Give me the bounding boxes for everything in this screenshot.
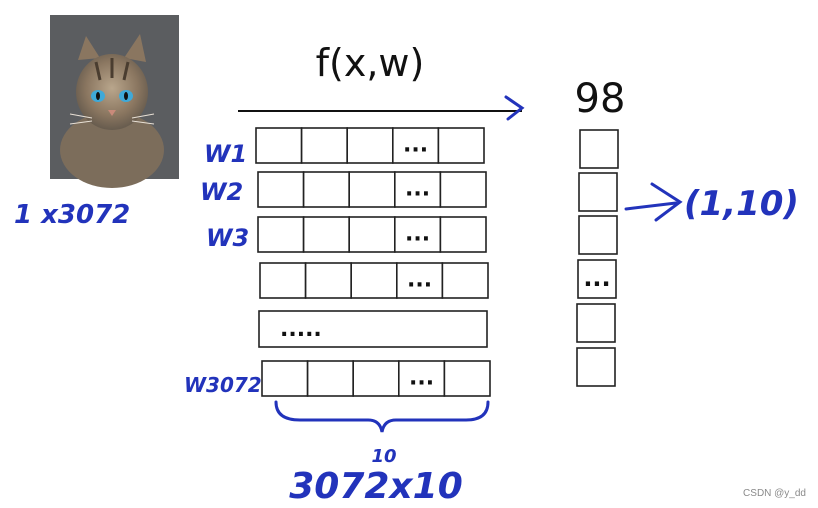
- matrix-ellipsis-w1: ...: [403, 133, 428, 158]
- matrix-cell-w1-1: [300, 127, 349, 164]
- function-label: f(x,w): [316, 41, 425, 85]
- matrix-cell-w2-0: [257, 171, 305, 208]
- matrix-cell-w2-2: [348, 171, 396, 208]
- matrix-brace: [274, 400, 490, 433]
- matrix-row-ellipsis: [258, 310, 488, 348]
- matrix-cell-w4-4: [441, 262, 489, 299]
- matrix-cell-w2-1: [302, 171, 351, 208]
- cat-image: [50, 15, 179, 188]
- matrix-row-ellipsis-text: .....: [280, 317, 322, 342]
- matrix-ellipsis-w2: ...: [405, 177, 430, 202]
- output-ellipsis: ...: [583, 264, 610, 292]
- matrix-dim-top: 10: [371, 446, 396, 467]
- matrix-cell-w3-2: [348, 216, 396, 253]
- output-cell-5: [576, 347, 616, 387]
- weight-label-w3: W3: [206, 224, 249, 252]
- matrix-ellipsis-w3: ...: [405, 222, 430, 247]
- matrix-cell-w3072-0: [261, 360, 309, 397]
- output-shape-arrow: [624, 182, 683, 222]
- input-size-label: 1 x3072: [14, 200, 130, 230]
- output-label: 98: [575, 76, 626, 122]
- matrix-cell-w3-4: [439, 216, 487, 253]
- function-arrow: [238, 95, 525, 121]
- matrix-cell-w1-2: [346, 127, 394, 164]
- watermark: CSDN @y_dd: [743, 488, 806, 499]
- weight-label-w2: W2: [200, 178, 243, 206]
- weight-label-w1: W1: [204, 140, 247, 168]
- matrix-cell-w4-1: [304, 262, 353, 299]
- output-cell-0: [579, 129, 619, 169]
- matrix-cell-w3072-4: [443, 360, 491, 397]
- matrix-ellipsis-w4: ...: [407, 268, 432, 293]
- matrix-cell-w3-0: [257, 216, 305, 253]
- matrix-dim-bottom: 3072x10: [289, 466, 463, 507]
- matrix-cell-w3-1: [302, 216, 351, 253]
- output-cell-3: [577, 259, 617, 299]
- output-cell-2: [578, 215, 618, 255]
- matrix-ellipsis-w3072: ...: [409, 366, 434, 391]
- output-shape-label: (1,10): [684, 184, 799, 224]
- output-cell-4: [576, 303, 616, 343]
- matrix-cell-w3072-2: [352, 360, 400, 397]
- matrix-cell-w4-2: [350, 262, 398, 299]
- matrix-cell-w3072-1: [306, 360, 355, 397]
- matrix-cell-w1-0: [255, 127, 303, 164]
- weight-label-w3072: W3072: [184, 373, 262, 397]
- matrix-cell-w4-0: [259, 262, 307, 299]
- matrix-cell-w2-4: [439, 171, 487, 208]
- output-vector: ...: [576, 129, 619, 387]
- output-cell-1: [578, 172, 618, 212]
- weight-matrix: ...............: [255, 127, 491, 397]
- matrix-cell-w1-4: [437, 127, 485, 164]
